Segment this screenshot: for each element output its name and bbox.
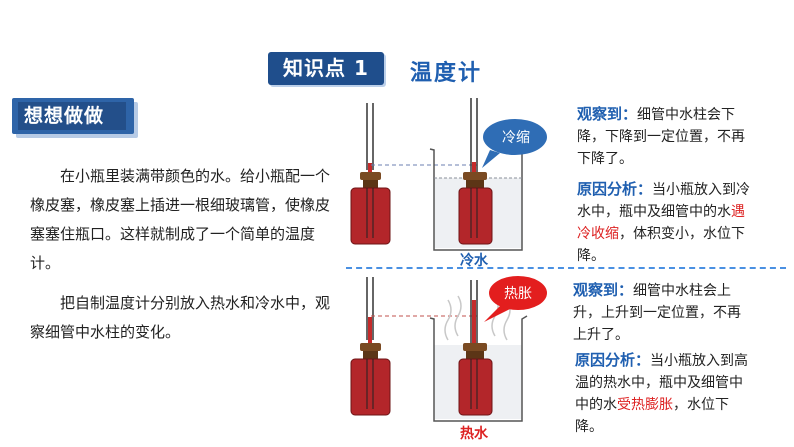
instruction-paragraph: 把自制温度计分别放入热水和冷水中，观察细管中水柱的变化。 (30, 294, 331, 341)
hot-bottle-in-water (458, 280, 493, 416)
hot-reason: 原因分析：当小瓶放入到高温的热水中，瓶中及细管中中的水受热膨胀，水位下降。 (575, 351, 749, 435)
think-do-label: 想想做做 (18, 102, 126, 130)
cold-water-label: 冷水 (460, 253, 488, 269)
cold-bubble-text: 冷缩 (502, 130, 530, 146)
cold-bottle-in-water (458, 98, 493, 245)
knowledge-point-badge: 知识点 1 (268, 52, 384, 85)
hot-bubble (484, 276, 547, 322)
cold-observation: 观察到：细管中水柱会下降，下降到一定位置，不再下降了。 (577, 105, 745, 167)
cold-reference-bottle (350, 103, 391, 245)
section-title: 温度计 (410, 61, 483, 86)
hot-reference-bottle (350, 277, 391, 416)
section-divider (346, 267, 786, 269)
hot-observation: 观察到：细管中水柱会上升，上升到一定位置，不再上升了。 (573, 281, 741, 343)
hot-water-label: 热水 (460, 426, 488, 442)
cold-reason: 原因分析：当小瓶放入到冷水中，瓶中及细管中的水遇冷收缩，体积变小，水位下降。 (577, 180, 751, 264)
intro-paragraph: 在小瓶里装满带颜色的水。给小瓶配一个橡皮塞，橡皮塞上插进一根细玻璃管，使橡皮塞塞… (30, 167, 331, 272)
think-do-label-box: 想想做做 (12, 98, 134, 134)
cold-bubble (482, 119, 547, 168)
hot-bubble-text: 热胀 (504, 286, 532, 302)
